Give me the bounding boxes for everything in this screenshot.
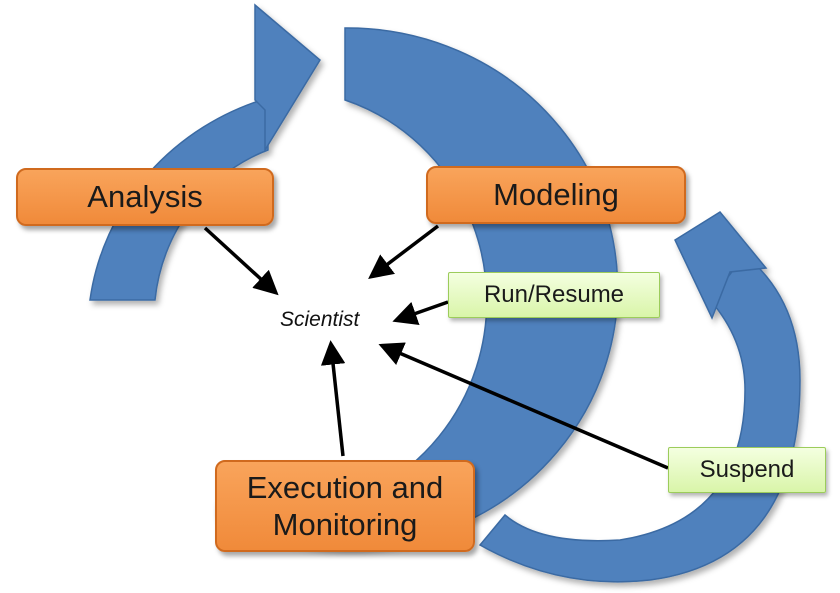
run-resume-box: Run/Resume xyxy=(448,272,660,318)
arrow-modeling-to-scientist xyxy=(368,224,440,279)
arrow-run-resume-to-scientist xyxy=(392,300,449,326)
modeling-box: Modeling xyxy=(426,166,686,224)
return-arrow xyxy=(478,211,801,583)
suspend-box: Suspend xyxy=(668,447,826,493)
scientist-label: Scientist xyxy=(280,308,360,331)
execution-monitoring-box: Execution and Monitoring xyxy=(215,460,475,552)
scientist-arrows xyxy=(203,224,669,470)
arrow-execution-to-scientist xyxy=(320,340,346,457)
arrow-analysis-to-scientist xyxy=(203,226,279,296)
arrow-suspend-to-scientist xyxy=(378,342,669,470)
cycle-arrow-head xyxy=(254,3,321,153)
analysis-box: Analysis xyxy=(16,168,274,226)
return-arrow-head xyxy=(674,211,768,320)
